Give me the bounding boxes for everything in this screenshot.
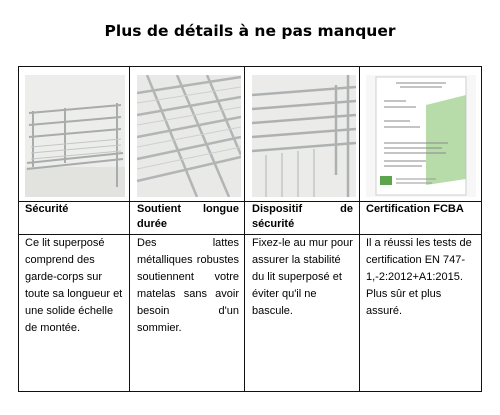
header-word: de (340, 203, 353, 215)
description-soutient-longue-duree: Des lattes métalliques robustes soutienn… (137, 237, 239, 334)
description-certification-fcba: Il a réussi les tests de certification E… (366, 237, 472, 317)
header-certification-fcba: Certification FCBA (366, 203, 464, 215)
page-title: Plus de détails à ne pas manquer (104, 22, 396, 40)
row-divider (19, 234, 481, 235)
header-soutient-longue-duree: Soutient longue durée (137, 202, 239, 232)
row-divider (19, 201, 481, 202)
description-securite: Ce lit superposé comprend des garde-corp… (25, 237, 123, 334)
header-dispositif-de-securite: Dispositif de sécurité (252, 202, 353, 232)
description-dispositif-de-securite: Fixez-le au mur pour assurer la stabilit… (252, 237, 353, 317)
header-word: longue (202, 203, 239, 215)
header-word: durée (137, 218, 167, 230)
header-word: Dispositif (252, 203, 303, 215)
features-table: Sécurité Soutient longue durée Dispositi… (18, 66, 482, 392)
header-word: Soutient (137, 203, 181, 215)
wall-fixing-photo (252, 75, 356, 197)
header-word: sécurité (252, 218, 295, 230)
column-divider (244, 67, 245, 391)
column-divider (359, 67, 360, 391)
column-divider (129, 67, 130, 391)
slats-photo (137, 75, 241, 197)
certificate-image (366, 75, 476, 197)
guardrail-photo (25, 75, 125, 197)
header-securite: Sécurité (25, 203, 69, 215)
